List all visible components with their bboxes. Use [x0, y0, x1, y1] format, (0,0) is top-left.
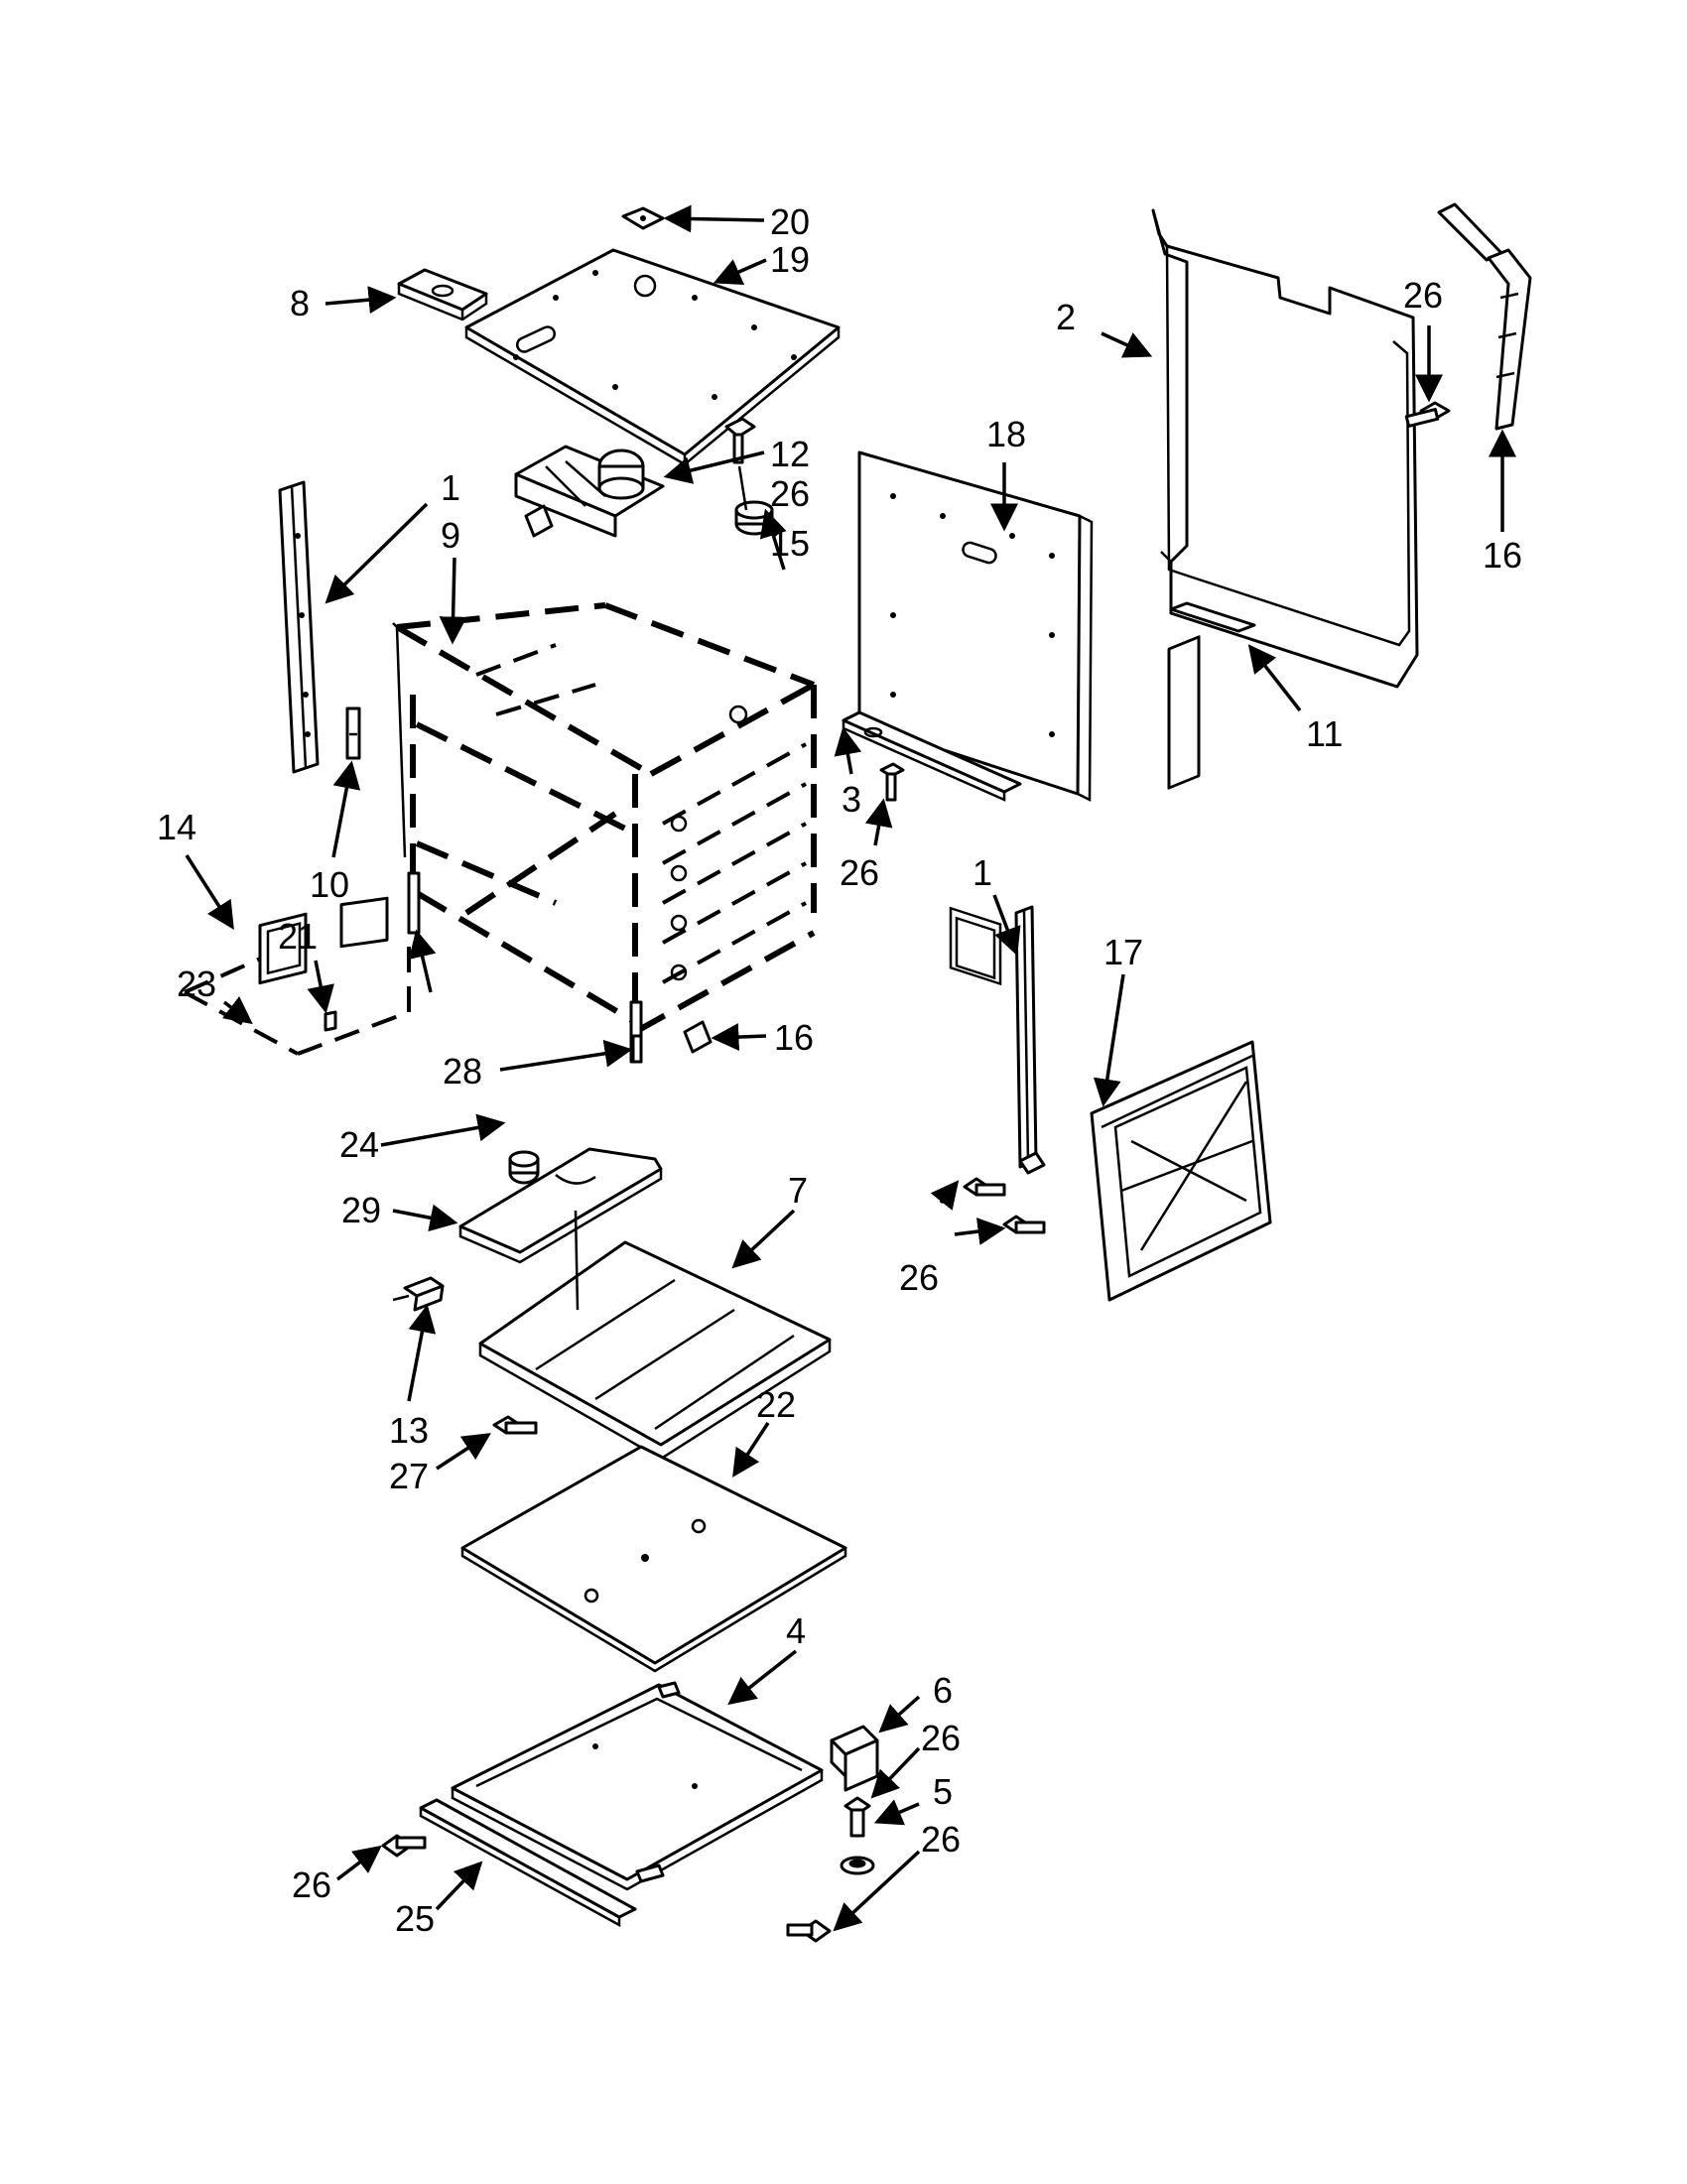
callout-label: 22: [756, 1384, 796, 1425]
callout-label: 20: [770, 201, 810, 242]
part-26-screw-bottom-left: [381, 1834, 427, 1858]
callout-label: 26: [292, 1864, 331, 1905]
callout-label: 23: [177, 964, 216, 1004]
callout-label: 16: [1483, 535, 1522, 576]
callout-leaders: [185, 204, 1516, 1932]
callout-label: 18: [986, 414, 1026, 454]
callout-label: 29: [341, 1190, 381, 1230]
part-16-trim: [1437, 202, 1532, 431]
part-24-fitting: [508, 1150, 540, 1185]
part-26-screws-right: [963, 1177, 1046, 1234]
callout-label: 25: [395, 1898, 435, 1939]
callout-label: 12: [770, 434, 810, 474]
part-27-screw: [492, 1415, 538, 1435]
callout-label: 24: [339, 1124, 379, 1165]
part-2-side-wrapper: [1151, 208, 1419, 689]
part-19-top-panel: [464, 248, 841, 467]
part-13-sensor: [392, 1276, 445, 1312]
callout-label: 26: [921, 1718, 961, 1758]
part-17-frame: [1090, 635, 1272, 1302]
callout-label: 4: [786, 1610, 806, 1651]
part-25-front-rail: [419, 1798, 637, 1928]
part-12-motor-assembly: [514, 445, 665, 538]
callout-label: 11: [1306, 713, 1343, 754]
callout-label: 16: [774, 1017, 814, 1058]
part-29-baffle: [458, 1147, 663, 1264]
callout-label: 3: [842, 779, 861, 820]
part-1-left-rail: [278, 480, 320, 774]
part-1-right-rail: [1014, 905, 1046, 1175]
callout-label: 15: [770, 523, 810, 564]
callout-label: 27: [389, 1456, 429, 1496]
callout-label: 2: [1056, 297, 1076, 337]
part-26-screw-bottom-right: [786, 1919, 832, 1943]
part-20-plate: [621, 206, 665, 230]
callout-label: 10: [310, 864, 349, 905]
part-4-base-frame: [451, 1681, 824, 1891]
callout-label: 6: [933, 1670, 953, 1711]
part-15-knob: [734, 465, 774, 536]
part-6-bracket: [830, 1725, 879, 1792]
callout-label: 21: [278, 916, 318, 957]
part-22-panel: [460, 1445, 847, 1673]
part-14-control-housing: [184, 896, 411, 1056]
part-26-screw-wrapper: [1404, 401, 1451, 428]
callout-label: 26: [1403, 275, 1443, 316]
part-5-foot: [840, 1856, 875, 1875]
part-26-screw-mid: [879, 762, 905, 802]
part-28-clip: [631, 1034, 643, 1064]
callout-label: 1: [441, 467, 460, 508]
callout-label: 26: [840, 852, 879, 893]
callout-label: 17: [1103, 932, 1143, 972]
part-16-knob-lower: [683, 1020, 713, 1054]
part-3-strip: [842, 710, 1022, 802]
callout-label: 7: [788, 1170, 808, 1211]
callout-labels: 20 19 8 12 26 15 1 9 18 2 26 16 11 3 26 …: [157, 201, 1522, 1939]
callout-label: 14: [157, 807, 196, 847]
callout-label: 19: [770, 239, 810, 280]
part-11-strip: [1169, 601, 1256, 633]
callout-label: 13: [389, 1410, 429, 1451]
callout-label: 28: [443, 1051, 482, 1092]
callout-label: 9: [441, 515, 460, 556]
callout-label: 1: [973, 852, 992, 893]
part-26-screw-top: [724, 417, 756, 464]
part-9-oven-cavity: [392, 602, 817, 1064]
callout-label: 26: [899, 1257, 939, 1298]
part-26-screw-leg: [844, 1796, 871, 1838]
callout-label: 26: [770, 473, 810, 514]
callout-label: 26: [921, 1819, 961, 1860]
part-10-strip: [345, 707, 361, 760]
callout-label: 8: [290, 283, 310, 323]
callout-label: 5: [933, 1771, 953, 1812]
part-8-bracket: [397, 268, 488, 321]
part-18-rear-panel: [857, 450, 1094, 986]
